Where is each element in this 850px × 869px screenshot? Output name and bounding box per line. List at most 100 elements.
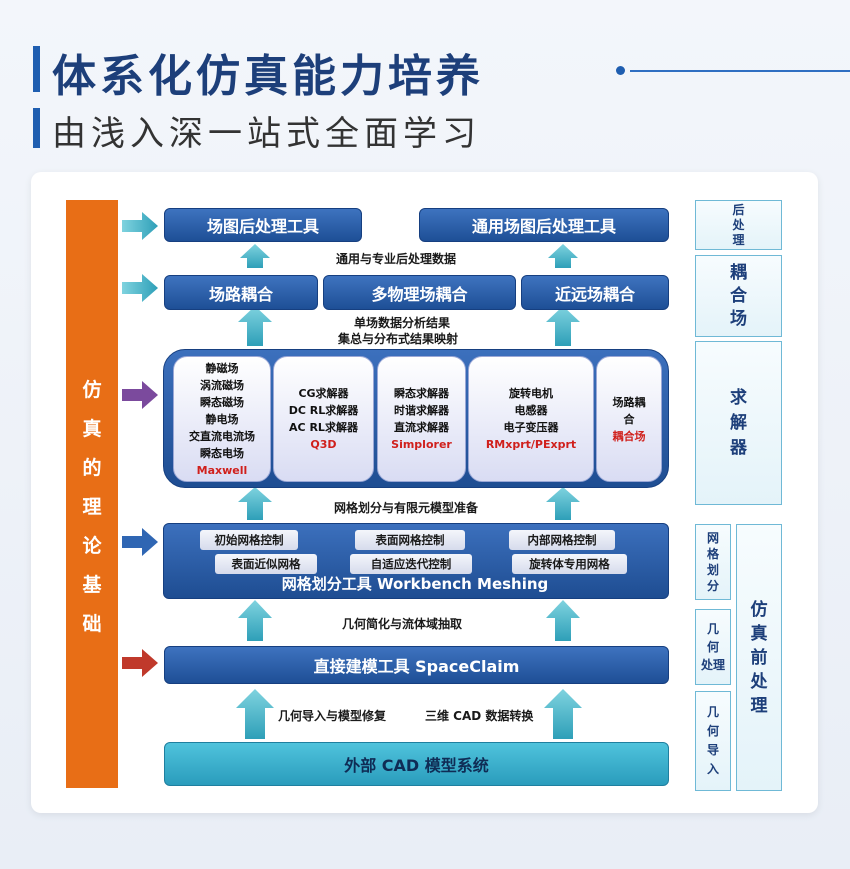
multiphysics-coupling-box: 多物理场耦合	[323, 275, 516, 310]
mesh-prep-label: 网格划分与有限元模型准备	[334, 501, 479, 515]
up-arrow	[240, 244, 578, 268]
side-arrow-spaceclaim	[122, 649, 158, 677]
side-char: 几	[706, 622, 719, 636]
spaceclaim-box: 直接建模工具 SpaceClaim	[164, 646, 669, 684]
solver-item: CG求解器	[298, 387, 349, 400]
up-arrow	[238, 600, 580, 641]
side-coupling-box: 耦 合 场	[695, 255, 782, 337]
up-arrow	[238, 306, 580, 346]
solver-item: 时谐求解器	[394, 404, 449, 417]
post-data-label: 通用与专业后处理数据	[336, 252, 457, 266]
side-arrow-mesh	[122, 528, 158, 556]
simplorer-solver-box: 瞬态求解器 时谐求解器 直流求解器 Simplorer	[377, 356, 466, 482]
geometry-label: 几何简化与流体域抽取	[342, 617, 463, 631]
general-post-tool-box: 通用场图后处理工具	[419, 208, 669, 242]
solver-item: 涡流磁场	[200, 378, 244, 392]
side-arrow-solver	[122, 381, 158, 409]
side-arrow-coupling	[122, 274, 158, 302]
solver-name: RMxprt/PExprt	[485, 438, 577, 451]
import-label-right: 三维 CAD 数据转换	[425, 709, 534, 723]
side-char: 划	[706, 563, 719, 577]
mesh-pill: 自适应迭代控制	[350, 554, 472, 574]
solver-item: 直流求解器	[394, 421, 449, 434]
side-char: 理	[732, 232, 745, 247]
side-char: 处	[732, 217, 745, 232]
field-circuit-coupling-box: 场路耦合	[164, 275, 318, 310]
mesh-tool-title: 网格划分工具 Workbench Meshing	[281, 575, 549, 593]
theory-char: 真	[82, 418, 102, 440]
maxwell-solver-box: 静磁场 涡流磁场 瞬态磁场 静电场 交直流电流场 瞬态电场 Maxwell	[173, 356, 271, 482]
side-char: 合	[730, 285, 747, 306]
up-arrow	[238, 487, 580, 520]
page-subtitle: 由浅入深一站式全面学习	[52, 114, 481, 154]
coupling-label-2: 集总与分布式结果映射	[338, 332, 459, 346]
coupling-solver-box: 场路耦 合 耦合场	[596, 356, 662, 482]
theory-char: 基	[82, 574, 102, 596]
side-char: 理	[750, 695, 768, 716]
mesh-pill: 初始网格控制	[200, 530, 298, 550]
rmxprt-solver-box: 旋转电机 电感器 电子变压器 RMxprt/PExprt	[468, 356, 594, 482]
solver-item: 瞬态求解器	[394, 387, 449, 400]
theory-char: 论	[82, 535, 102, 557]
mesh-pill: 表面近似网格	[215, 554, 317, 574]
side-geometry-box: 几 何 处理	[695, 609, 731, 685]
side-char: 何	[706, 640, 719, 654]
import-label-left: 几何导入与模型修复	[278, 709, 387, 723]
solver-item: 静电场	[205, 412, 239, 426]
cad-system-box: 外部 CAD 模型系统	[164, 742, 669, 786]
side-char: 处	[750, 671, 768, 692]
mesh-pill: 内部网格控制	[509, 530, 615, 550]
theory-char: 仿	[82, 379, 102, 401]
side-char: 处理	[700, 658, 725, 672]
solver-name: Simplorer	[391, 438, 452, 451]
side-arrow-post	[122, 212, 158, 240]
side-char: 网	[706, 531, 719, 545]
solver-item: DC RL求解器	[288, 404, 359, 417]
side-char: 真	[750, 623, 768, 644]
near-far-coupling-box: 近远场耦合	[521, 275, 669, 310]
solver-item: 静磁场	[205, 361, 239, 375]
side-char: 入	[706, 762, 719, 776]
mesh-pill: 表面网格控制	[355, 530, 465, 550]
solver-name: 耦合场	[612, 429, 646, 443]
theory-char: 础	[82, 613, 102, 635]
solver-item: 场路耦	[612, 395, 646, 409]
side-char: 场	[730, 308, 747, 329]
side-char: 分	[706, 579, 719, 593]
title-accent-bar	[33, 46, 40, 92]
side-char: 几	[706, 705, 719, 719]
side-char: 耦	[730, 262, 747, 283]
solver-name: Q3D	[310, 438, 337, 451]
theory-char: 理	[82, 496, 102, 518]
up-arrow	[236, 689, 582, 739]
field-post-tool-box: 场图后处理工具	[164, 208, 362, 242]
side-solver-box: 求 解 器	[695, 341, 782, 505]
side-char: 求	[730, 387, 747, 408]
subtitle-accent-bar	[33, 108, 40, 148]
theory-char: 的	[82, 457, 102, 479]
side-char: 后	[732, 202, 745, 217]
solver-item: 旋转电机	[509, 387, 553, 400]
solver-item: 合	[623, 412, 635, 426]
coupling-label-1: 单场数据分析结果	[354, 316, 451, 330]
side-char: 格	[706, 547, 719, 561]
side-char: 何	[706, 724, 719, 738]
side-post-box: 后 处 理	[695, 200, 782, 250]
side-char: 仿	[750, 599, 768, 620]
side-char: 前	[750, 647, 768, 668]
q3d-solver-box: CG求解器 DC RL求解器 AC RL求解器 Q3D	[273, 356, 374, 482]
side-char: 导	[706, 743, 719, 757]
title-dot	[616, 66, 625, 75]
side-import-box: 几 何 导 入	[695, 691, 731, 791]
theory-column: 仿 真 的 理 论 基 础	[66, 200, 118, 788]
solver-name: Maxwell	[196, 463, 248, 477]
solver-item: 交直流电流场	[189, 429, 255, 443]
solver-item: 瞬态磁场	[200, 395, 244, 409]
solver-item: AC RL求解器	[289, 421, 358, 434]
side-preproc-box: 仿 真 前 处 理	[736, 524, 782, 791]
side-char: 器	[730, 437, 747, 458]
solver-item: 瞬态电场	[200, 446, 244, 460]
side-char: 解	[730, 412, 747, 433]
solver-item: 电感器	[514, 404, 548, 417]
